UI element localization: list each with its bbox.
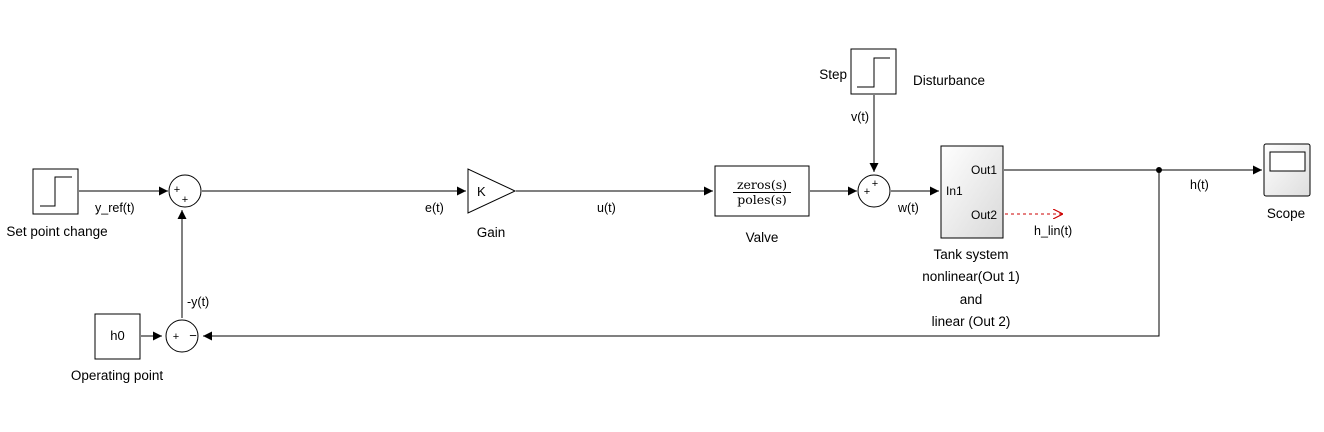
sum-main-sign-2: + <box>182 194 188 206</box>
valve-denominator: poles(s) <box>737 192 787 207</box>
scope-screen-icon <box>1269 151 1306 172</box>
tank-label-line-1: Tank system <box>933 247 1008 262</box>
tank-out-port-1: Out1 <box>971 163 997 177</box>
tank-out-port-2: Out2 <box>971 208 997 222</box>
sum-disturbance-block[interactable]: + + <box>857 174 891 208</box>
tank-label-line-3: and <box>960 292 983 307</box>
step-label: Step <box>819 67 847 82</box>
signal-label-w: w(t) <box>897 201 919 215</box>
wire-feedback[interactable] <box>203 170 1160 341</box>
sum-main-sign-1: + <box>174 184 180 196</box>
step-icon <box>857 57 890 88</box>
step-icon <box>40 176 72 207</box>
valve-label: Valve <box>746 230 779 245</box>
sum-disturbance-sign-1: + <box>864 186 870 198</box>
branch-point <box>1156 167 1162 173</box>
signal-label-v: v(t) <box>851 110 869 124</box>
tank-label: Tank system nonlinear(Out 1) and linear … <box>922 247 1020 329</box>
set-point-step-block[interactable] <box>32 168 79 215</box>
sum-main-block[interactable]: + + <box>168 174 202 208</box>
sum-disturbance-sign-2: + <box>872 178 878 190</box>
signal-label-yref: y_ref(t) <box>95 201 135 215</box>
tank-subsystem-block[interactable]: In1 Out1 Out2 <box>940 145 1004 239</box>
scope-label: Scope <box>1267 206 1305 221</box>
set-point-label: Set point change <box>6 224 107 239</box>
valve-numerator: zeros(s) <box>737 177 787 192</box>
sum-feedback-sign-1: + <box>173 331 179 343</box>
operating-point-value: h0 <box>110 328 124 343</box>
signal-label-h-lin: h_lin(t) <box>1034 224 1072 238</box>
sum-feedback-block[interactable]: + − <box>165 319 199 353</box>
disturbance-step-block[interactable] <box>850 48 897 95</box>
disturbance-label: Disturbance <box>913 73 985 88</box>
signal-label-e: e(t) <box>425 201 444 215</box>
gain-block[interactable]: K <box>467 168 517 214</box>
tank-in-port: In1 <box>946 184 963 198</box>
tank-label-line-4: linear (Out 2) <box>932 314 1011 329</box>
gain-value: K <box>477 184 486 199</box>
valve-transfer-function-block[interactable]: zeros(s) poles(s) <box>714 165 810 217</box>
sum-feedback-sign-2: − <box>189 328 197 343</box>
operating-point-constant-block[interactable]: h0 <box>94 313 141 360</box>
tank-label-line-2: nonlinear(Out 1) <box>922 269 1020 284</box>
operating-point-label: Operating point <box>71 368 164 383</box>
wires <box>79 95 1262 341</box>
signal-label-neg-y: -y(t) <box>187 295 209 309</box>
signal-label-h: h(t) <box>1190 178 1209 192</box>
scope-block[interactable] <box>1263 143 1311 197</box>
gain-label: Gain <box>477 225 506 240</box>
signal-label-u: u(t) <box>597 201 616 215</box>
